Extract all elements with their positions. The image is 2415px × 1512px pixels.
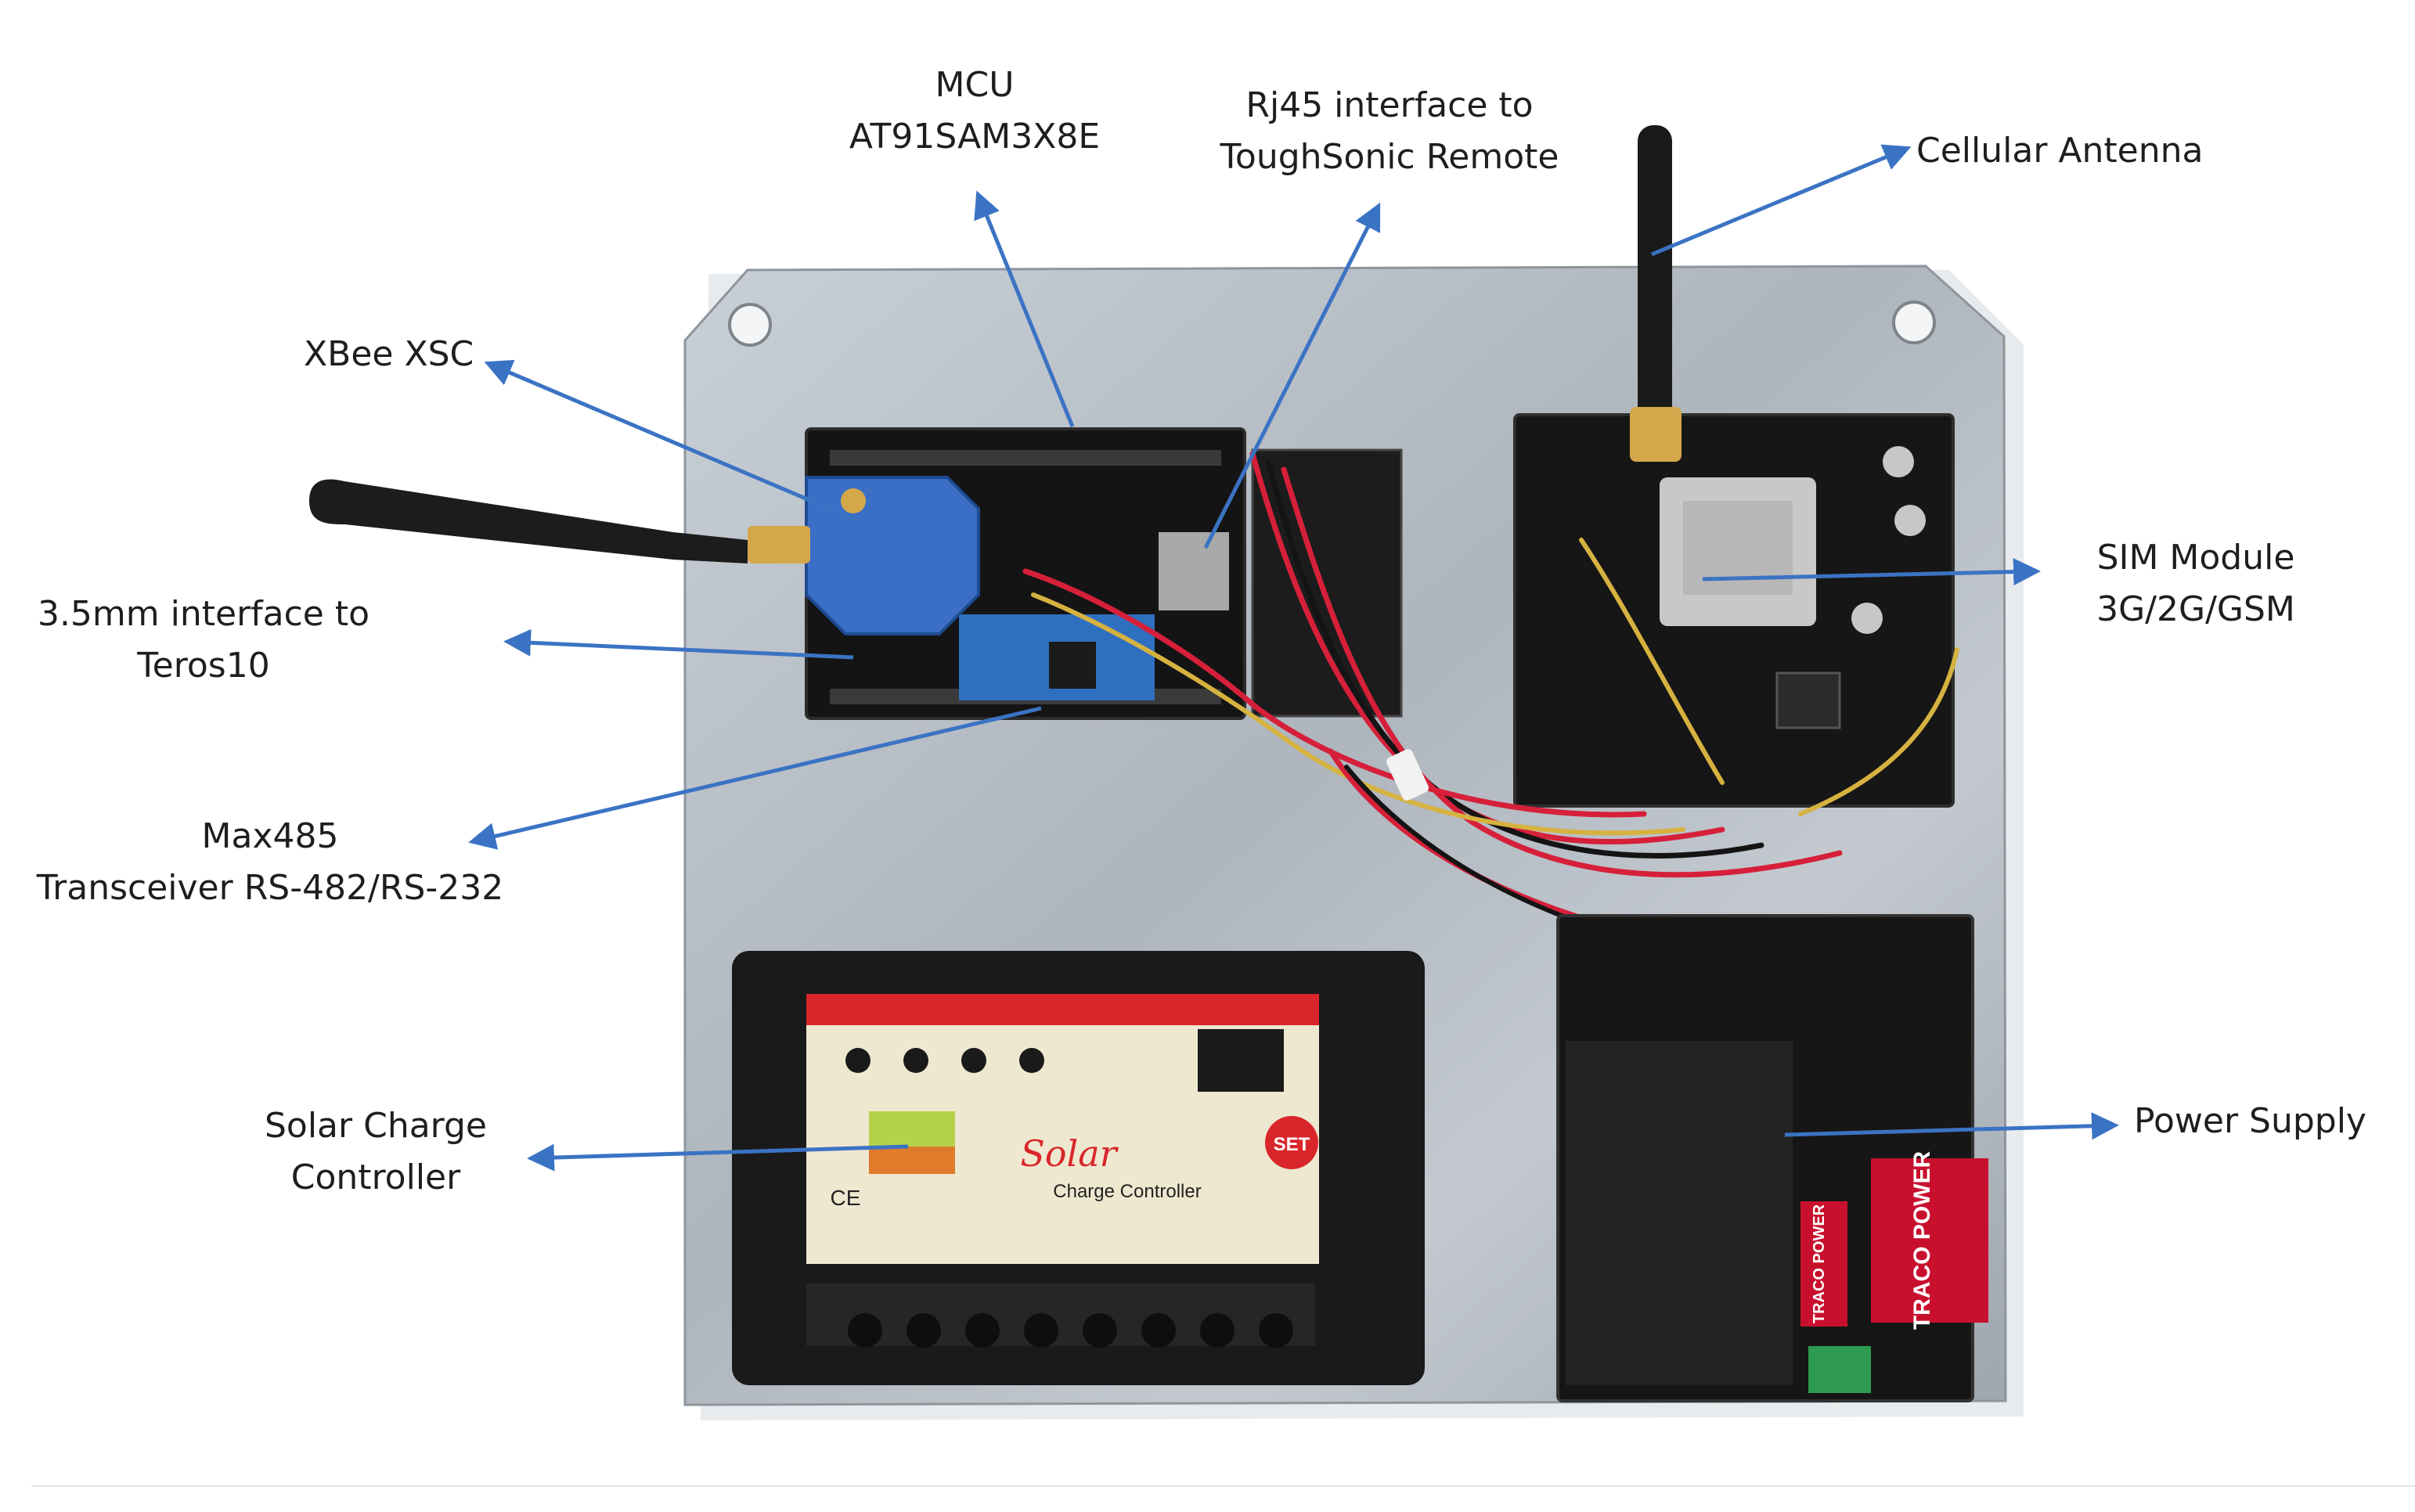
label-max485: Max485 Transceiver RS-482/RS-232 bbox=[16, 811, 524, 914]
label-cellular-line1: Cellular Antenna bbox=[1916, 131, 2204, 171]
arrow-sim bbox=[1702, 558, 2041, 586]
arrow-max485 bbox=[468, 706, 1042, 850]
set-button-text: SET bbox=[1274, 1134, 1310, 1155]
sim-board bbox=[1513, 413, 1955, 808]
label-xbee-line1: XBee XSC bbox=[304, 334, 474, 374]
arrow-xbee bbox=[484, 359, 858, 523]
label-solar-line1: Solar Charge bbox=[264, 1106, 487, 1146]
label-rj45-line2: ToughSonic Remote bbox=[1220, 137, 1559, 177]
label-sim-line2: 3G/2G/GSM bbox=[2096, 589, 2295, 629]
power-supply-board bbox=[1556, 914, 1988, 1402]
arrow-teros bbox=[503, 628, 854, 660]
label-teros-line2: Teros10 bbox=[137, 646, 270, 686]
xbee-module bbox=[805, 476, 980, 635]
xbee-antenna bbox=[309, 479, 748, 563]
label-power-line1: Power Supply bbox=[2134, 1101, 2366, 1141]
xbee-connector bbox=[841, 488, 866, 513]
label-rj45-line1: Rj45 interface to bbox=[1245, 85, 1534, 125]
label-teros-line1: 3.5mm interface to bbox=[37, 594, 370, 634]
label-max485-line2: Transceiver RS-482/RS-232 bbox=[36, 868, 504, 908]
arrow-cellular bbox=[1651, 144, 1912, 257]
traco-label-large: TRACO POWER bbox=[1909, 1151, 1935, 1330]
label-sim-line1: SIM Module bbox=[2096, 538, 2295, 578]
label-power: Power Supply bbox=[2134, 1096, 2366, 1147]
label-solar-line2: Controller bbox=[290, 1157, 461, 1197]
ce-mark: CE bbox=[831, 1186, 861, 1210]
mount-hole-right bbox=[1892, 301, 1936, 344]
cellular-antenna bbox=[1638, 125, 1672, 430]
label-rj45: Rj45 interface to ToughSonic Remote bbox=[1190, 80, 1589, 183]
mount-hole-left bbox=[728, 303, 772, 347]
wiring-harness bbox=[1022, 451, 1959, 981]
solar-charge-controller bbox=[732, 951, 1425, 1385]
cellular-antenna-joint bbox=[1630, 407, 1681, 462]
label-xbee: XBee XSC bbox=[304, 329, 474, 380]
arrow-solar bbox=[527, 1143, 909, 1172]
label-mcu: MCU AT91SAM3X8E bbox=[830, 59, 1119, 163]
label-mcu-line2: AT91SAM3X8E bbox=[849, 117, 1101, 157]
arrow-rj45 bbox=[1203, 202, 1381, 549]
label-max485-line1: Max485 bbox=[201, 816, 339, 856]
label-solar: Solar Charge Controller bbox=[235, 1100, 517, 1204]
traco-label-small: TRACO POWER bbox=[1811, 1204, 1828, 1323]
xbee-antenna-joint bbox=[748, 526, 810, 563]
arrow-power bbox=[1784, 1112, 2119, 1140]
solar-subtitle-text: Charge Controller bbox=[1053, 1181, 1201, 1202]
arrow-mcu bbox=[974, 190, 1075, 427]
label-teros: 3.5mm interface to Teros10 bbox=[16, 589, 391, 692]
label-mcu-line1: MCU bbox=[935, 65, 1015, 105]
cable-tie bbox=[1386, 749, 1429, 801]
solar-brand-text: Solar bbox=[1020, 1132, 1119, 1175]
label-cellular: Cellular Antenna bbox=[1916, 125, 2203, 177]
bottom-divider bbox=[31, 1485, 2415, 1487]
callout-arrows bbox=[468, 144, 2119, 1172]
label-sim: SIM Module 3G/2G/GSM bbox=[2067, 532, 2325, 635]
